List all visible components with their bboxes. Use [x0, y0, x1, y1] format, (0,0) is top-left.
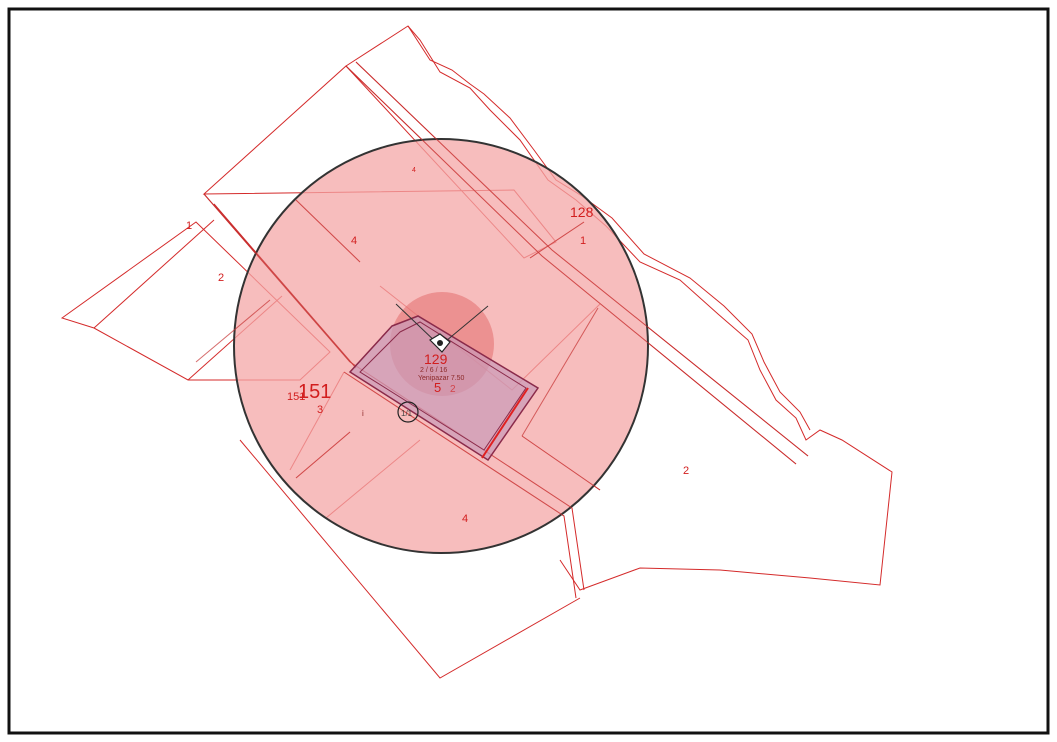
- parcel-boundaries-overlay: [195, 61, 809, 517]
- parcel-right-outer: [345, 25, 893, 591]
- label-parcel-128: 128: [570, 204, 594, 220]
- overlay-road-4: [355, 61, 809, 457]
- parcel-bottom-outer: [239, 439, 581, 679]
- overlay-road-1: [203, 193, 351, 363]
- label-parcel-151-big: 151: [298, 381, 331, 403]
- label-parcel-129: 129: [424, 351, 448, 367]
- survey-point-icon[interactable]: [397, 401, 419, 423]
- survey-marker-label: 1/1: [401, 409, 413, 418]
- overlay-divider-6: [521, 307, 599, 437]
- overlay-divider-1: [295, 199, 361, 263]
- camera-icon[interactable]: [429, 333, 451, 353]
- river-edge: [407, 25, 811, 431]
- label-sub-3: 3: [317, 404, 323, 416]
- overlay-divider-4: [295, 431, 351, 479]
- label-center-line2: Yenipazar 7.50: [418, 375, 465, 382]
- label-center-code: 2: [450, 384, 456, 395]
- label-sub-4-bottom: 4: [462, 513, 468, 525]
- overlay-divider-3: [521, 435, 601, 491]
- label-sub-4-top: 4: [412, 167, 416, 174]
- plot-edge-highlight: [481, 387, 529, 459]
- label-parcel-151-small: 151: [287, 391, 305, 403]
- parcel-left-divider: [93, 219, 215, 329]
- label-sub-2-right: 2: [683, 465, 689, 477]
- center-ray-1: [439, 305, 489, 347]
- label-sub-1-left: 1: [186, 220, 192, 232]
- label-sub-5: 5: [434, 380, 441, 395]
- label-sub-4-upper: 4: [351, 235, 357, 247]
- overlay-road-3: [345, 65, 797, 465]
- overlay-divider-5: [195, 299, 271, 363]
- label-tick-i: i: [362, 409, 364, 418]
- overlay-road-2: [213, 203, 357, 369]
- label-sub-2-left: 2: [218, 272, 224, 284]
- overlay-road-6: [343, 371, 565, 517]
- overlay-divider-2: [529, 221, 585, 259]
- label-sub-1-right: 1: [580, 235, 586, 247]
- label-center-line1: 2 / 6 / 16: [420, 367, 447, 374]
- building-plot[interactable]: [348, 315, 540, 462]
